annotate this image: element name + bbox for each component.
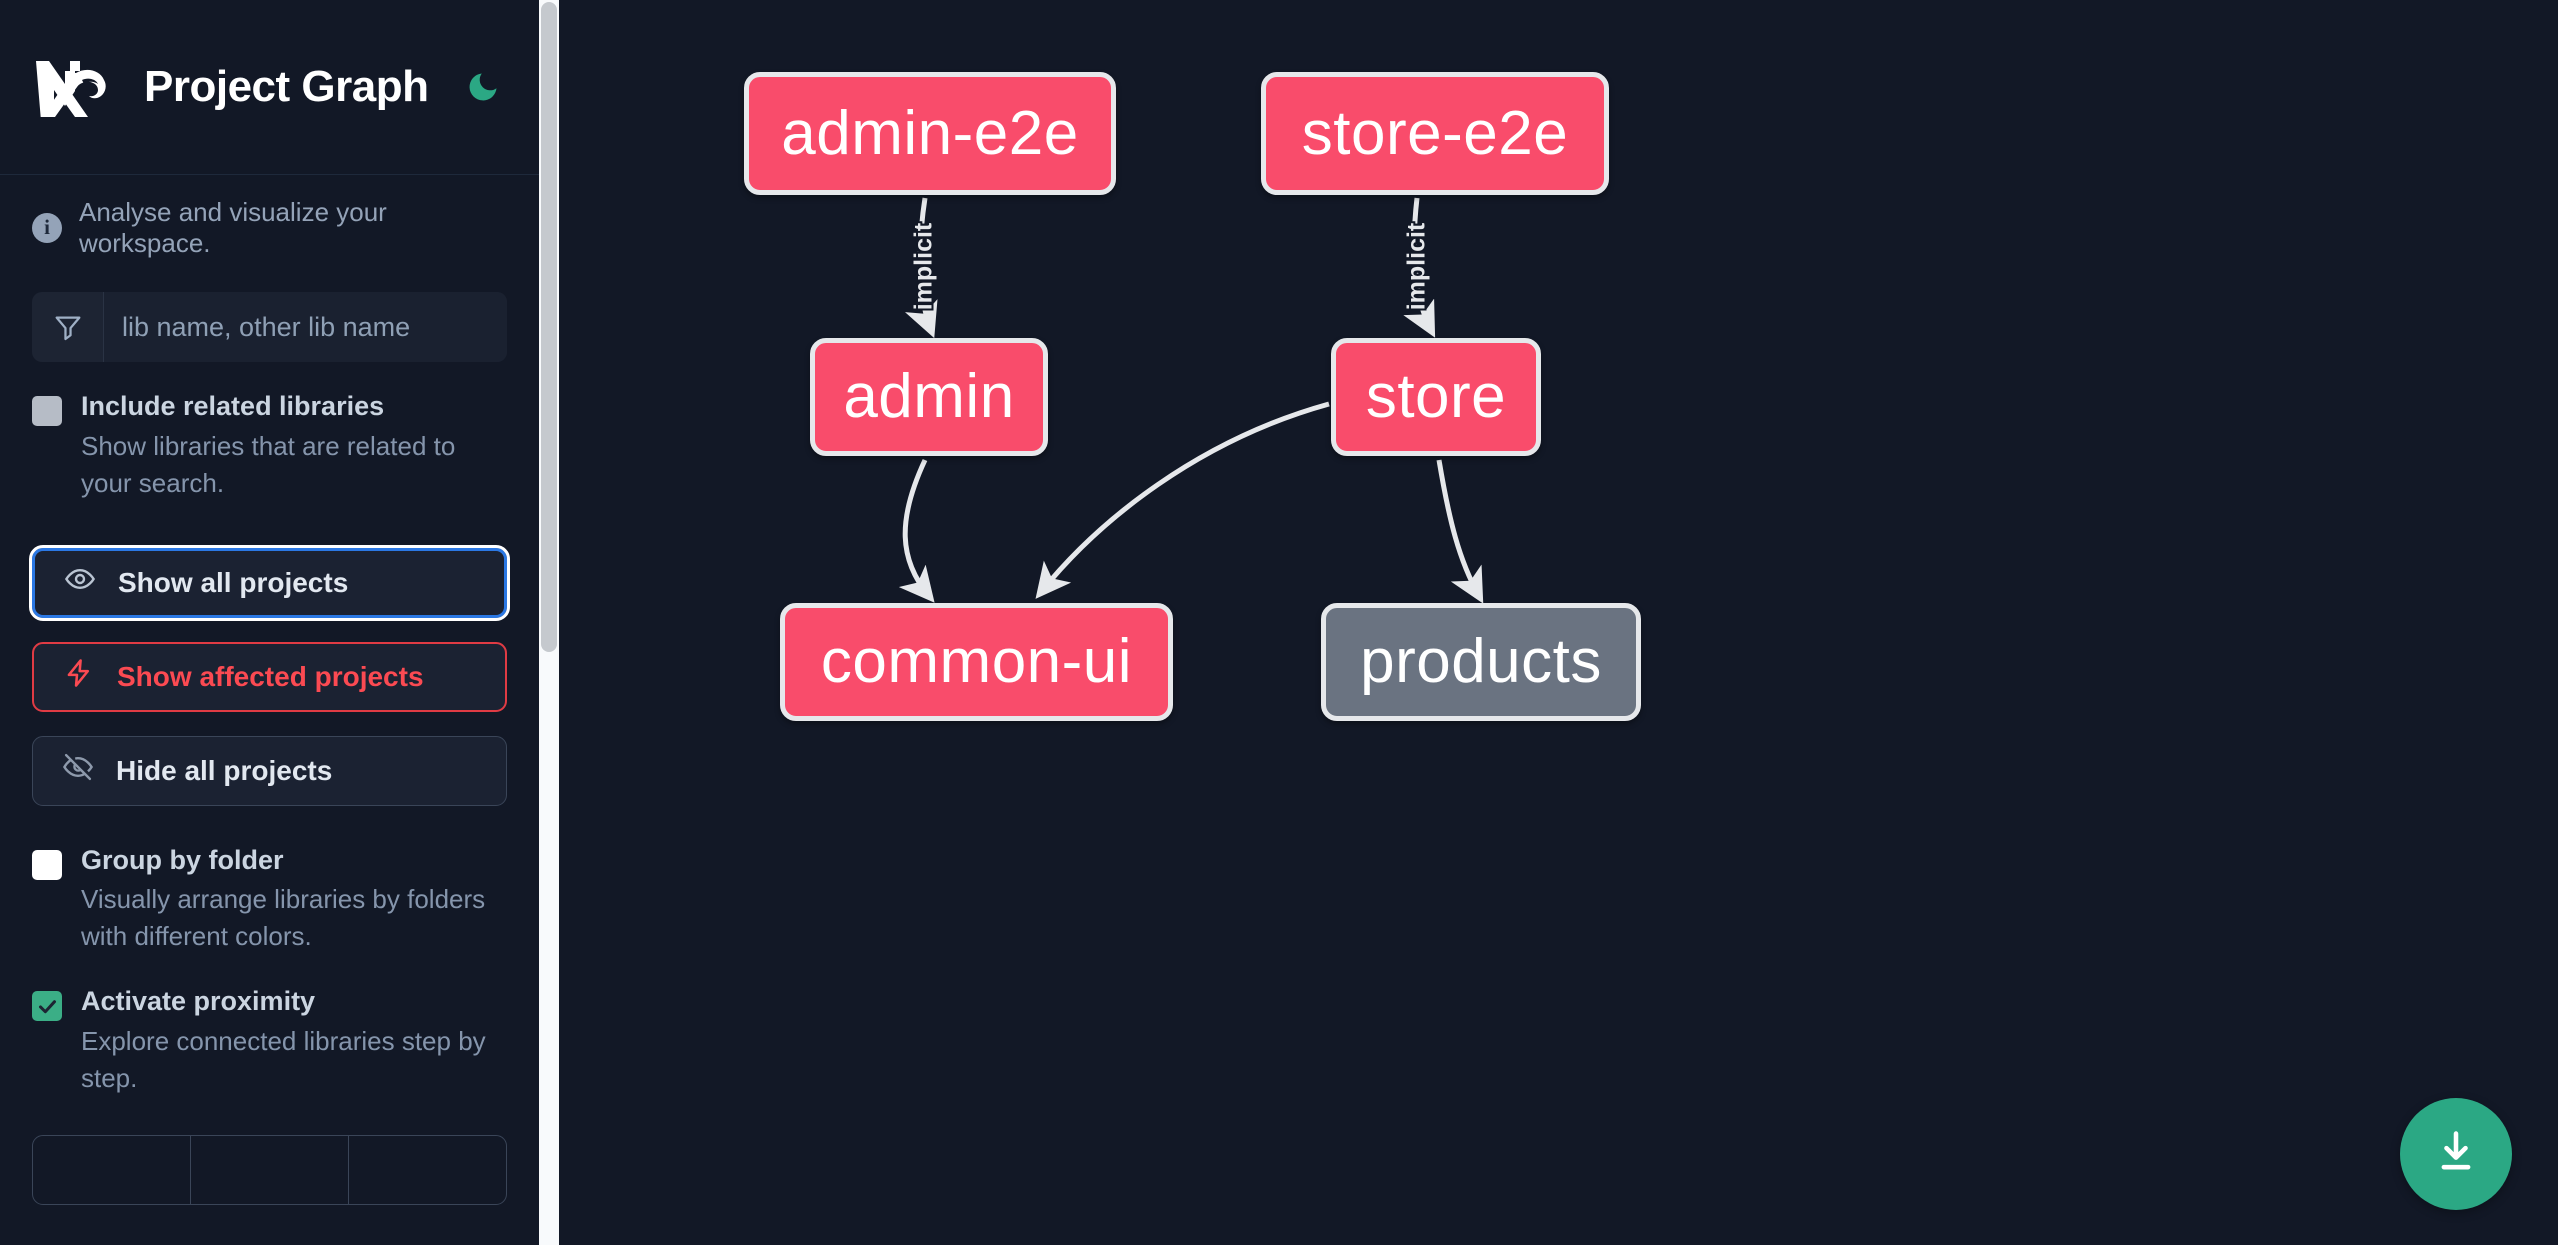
edge-label-implicit-admin: implicit [909,222,938,311]
edge-label-implicit-store: implicit [1402,222,1431,311]
eye-icon [64,563,96,602]
eye-off-icon [62,751,94,790]
graph-node-label: common-ui [820,627,1133,696]
project-visibility-buttons: Show all projects Show affected projects [0,544,539,806]
edge-admin-to-common-ui [898,458,935,603]
checkbox-group-by-folder[interactable] [32,849,62,880]
show-all-projects-label: Show all projects [118,566,349,598]
filter-icon [32,292,104,362]
checkbox-include-related-libraries[interactable] [32,396,62,426]
graph-node-label: store [1365,362,1507,431]
option-label: Group by folder [81,844,284,875]
search-field[interactable] [32,292,507,362]
info-icon: i [32,212,62,243]
option-group-by-folder[interactable]: Group by folder Visually arrange librari… [0,844,539,956]
option-description: Show libraries that are related to your … [81,430,456,498]
edge-store-to-products [1436,459,1484,604]
download-button[interactable] [2400,1098,2512,1210]
graph-canvas[interactable]: admin-e2e store-e2e admin store common-u… [559,0,2558,1245]
graph-node-admin-e2e[interactable]: admin-e2e [744,72,1116,195]
show-all-projects-button[interactable]: Show all projects [29,544,510,621]
lightning-icon [63,657,95,696]
sidebar-scroll-content: Project Graph i Analyse and visualize yo… [0,0,539,1245]
graph-node-label: products [1360,627,1602,696]
show-affected-projects-button[interactable]: Show affected projects [32,641,507,712]
sidebar-scrollbar-thumb[interactable] [541,2,557,652]
graph-node-label: store-e2e [1301,98,1569,168]
segmented-button-group[interactable] [32,1134,507,1205]
graph-node-products[interactable]: products [1321,603,1641,721]
graph-node-label: admin [843,362,1015,431]
hide-all-projects-button[interactable]: Hide all projects [32,735,507,806]
edge-store-to-common-ui [1035,401,1330,599]
sidebar-tagline: i Analyse and visualize your workspace. [0,175,539,280]
graph-node-common-ui[interactable]: common-ui [780,603,1173,721]
sidebar: Project Graph i Analyse and visualize yo… [0,0,559,1245]
graph-node-store[interactable]: store [1331,338,1541,456]
option-description: Visually arrange libraries by folders wi… [81,884,486,952]
download-icon [2430,1126,2482,1183]
page-title: Project Graph [144,62,429,111]
check-icon [38,999,56,1013]
checkbox-activate-proximity[interactable] [32,991,62,1022]
segmented-button-1[interactable] [33,1135,191,1204]
edge-admin-e2e-to-admin [905,197,938,339]
sidebar-tagline-text: Analyse and visualize your workspace. [79,196,387,258]
sidebar-scrollbar[interactable] [539,0,559,1245]
option-include-related-libraries[interactable]: Include related libraries Show libraries… [0,390,539,502]
segmented-button-2[interactable] [191,1135,349,1204]
moon-icon[interactable] [462,66,504,108]
option-description: Explore connected libraries step by step… [81,1025,486,1093]
graph-node-label: admin-e2e [781,98,1079,168]
graph-edges [898,197,1484,604]
segmented-button-3[interactable] [349,1136,506,1204]
option-activate-proximity[interactable]: Activate proximity Explore connected lib… [0,985,539,1097]
hide-all-projects-label: Hide all projects [116,754,333,786]
option-label: Include related libraries [81,391,385,421]
sidebar-header: Project Graph [0,0,539,175]
show-affected-projects-label: Show affected projects [117,660,424,692]
edge-store-e2e-to-store [1403,197,1436,338]
graph-node-admin[interactable]: admin [810,338,1048,456]
option-label: Activate proximity [81,986,316,1017]
nx-logo-icon [32,57,114,121]
search-input[interactable] [104,292,507,362]
graph-node-store-e2e[interactable]: store-e2e [1261,72,1609,195]
